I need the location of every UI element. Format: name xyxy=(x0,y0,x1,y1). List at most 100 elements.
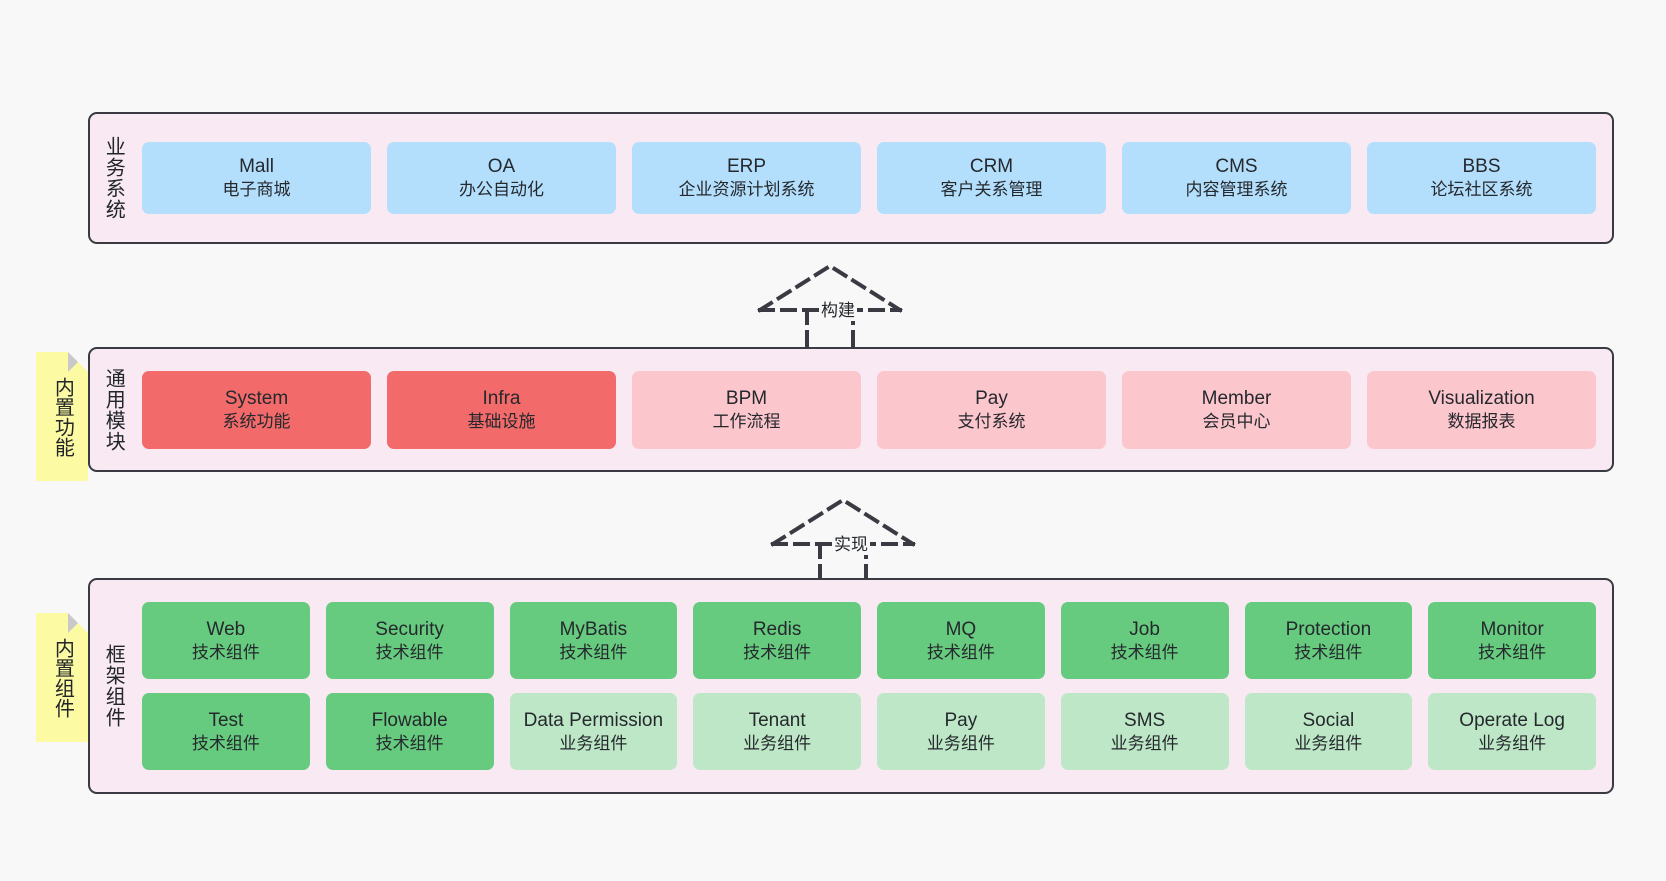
node-subtitle: 业务组件 xyxy=(1110,733,1179,753)
node-title: Job xyxy=(1129,618,1160,640)
node-data-permission[interactable]: Data Permission 业务组件 xyxy=(509,693,678,770)
arrow-implement: 实现 xyxy=(768,492,938,586)
node-subtitle: 系统功能 xyxy=(222,411,291,431)
node-title: BPM xyxy=(725,387,768,409)
node-monitor[interactable]: Monitor 技术组件 xyxy=(1428,602,1596,679)
layer-body-business-system: Mall 电子商城 OA 办公自动化 ERP 企业资源计划系统 CRM 客户关系… xyxy=(136,114,1612,242)
node-test[interactable]: Test 技术组件 xyxy=(142,693,310,770)
node-title: Pay xyxy=(944,709,978,731)
node-title: Visualization xyxy=(1428,387,1535,409)
node-subtitle: 技术组件 xyxy=(191,642,260,662)
node-title: Web xyxy=(206,618,246,640)
node-title: CRM xyxy=(969,156,1014,178)
node-subtitle: 技术组件 xyxy=(743,642,812,662)
node-title: Infra xyxy=(482,387,521,409)
node-sms[interactable]: SMS 业务组件 xyxy=(1060,693,1229,770)
node-subtitle: 办公自动化 xyxy=(459,180,544,200)
node-subtitle: 技术组件 xyxy=(1478,642,1547,662)
node-title: Monitor xyxy=(1480,618,1544,640)
node-title: Test xyxy=(208,709,244,731)
node-infra[interactable]: Infra 基础设施 xyxy=(387,370,616,449)
node-subtitle: 客户关系管理 xyxy=(940,180,1043,200)
node-title: Redis xyxy=(752,618,802,640)
note-builtin-component: 内置组件 xyxy=(36,613,88,742)
node-subtitle: 技术组件 xyxy=(926,642,995,662)
layer-label-framework-component: 框架组件 xyxy=(102,644,125,728)
node-subtitle: 业务组件 xyxy=(1478,733,1547,753)
node-mq[interactable]: MQ 技术组件 xyxy=(877,602,1045,679)
node-cms[interactable]: CMS 内容管理系统 xyxy=(1122,142,1351,214)
layer-business-system: 业务系统 Mall 电子商城 OA 办公自动化 ERP 企业资源计划系统 CRM… xyxy=(88,112,1614,244)
row-business-components: Test 技术组件 Flowable 技术组件 Data Permission … xyxy=(142,693,1596,770)
arrow-build: 构建 xyxy=(755,258,925,352)
layer-body-common-module: System 系统功能 Infra 基础设施 BPM 工作流程 Pay 支付系统… xyxy=(136,349,1612,470)
node-subtitle: 电子商城 xyxy=(222,180,291,200)
node-mall[interactable]: Mall 电子商城 xyxy=(142,142,371,214)
node-subtitle: 工作流程 xyxy=(712,411,781,431)
node-title: Operate Log xyxy=(1459,709,1565,731)
note-text: 内置功能 xyxy=(51,376,74,457)
node-bbs[interactable]: BBS 论坛社区系统 xyxy=(1367,142,1596,214)
node-member[interactable]: Member 会员中心 xyxy=(1122,370,1351,449)
node-title: MyBatis xyxy=(559,618,628,640)
node-pay-module[interactable]: Pay 支付系统 xyxy=(877,370,1106,449)
node-protection[interactable]: Protection 技术组件 xyxy=(1244,602,1413,679)
node-title: Flowable xyxy=(371,709,448,731)
node-system[interactable]: System 系统功能 xyxy=(142,370,371,449)
node-title: ERP xyxy=(726,156,767,178)
node-title: BBS xyxy=(1462,156,1501,178)
node-subtitle: 技术组件 xyxy=(559,642,628,662)
node-title: Social xyxy=(1302,709,1355,731)
node-subtitle: 业务组件 xyxy=(1294,733,1363,753)
node-web[interactable]: Web 技术组件 xyxy=(142,602,310,679)
node-operate-log[interactable]: Operate Log 业务组件 xyxy=(1428,693,1596,770)
layer-common-module: 通用模块 System 系统功能 Infra 基础设施 BPM 工作流程 Pay… xyxy=(88,347,1614,472)
node-subtitle: 技术组件 xyxy=(191,733,260,753)
node-subtitle: 业务组件 xyxy=(559,733,628,753)
node-social[interactable]: Social 业务组件 xyxy=(1244,693,1413,770)
node-erp[interactable]: ERP 企业资源计划系统 xyxy=(632,142,861,214)
node-subtitle: 基础设施 xyxy=(467,411,536,431)
node-subtitle: 业务组件 xyxy=(926,733,995,753)
node-tenant[interactable]: Tenant 业务组件 xyxy=(693,693,861,770)
node-title: Tenant xyxy=(748,709,806,731)
node-flowable[interactable]: Flowable 技术组件 xyxy=(325,693,494,770)
node-subtitle: 数据报表 xyxy=(1447,411,1516,431)
row-common-modules: System 系统功能 Infra 基础设施 BPM 工作流程 Pay 支付系统… xyxy=(142,370,1596,449)
node-subtitle: 支付系统 xyxy=(957,411,1026,431)
arrow-build-label: 构建 xyxy=(819,296,857,321)
node-title: Security xyxy=(375,618,444,640)
note-text: 内置组件 xyxy=(51,637,74,718)
node-title: Protection xyxy=(1285,618,1372,640)
row-technical-components: Web 技术组件 Security 技术组件 MyBatis 技术组件 Redi… xyxy=(142,602,1596,679)
node-title: Member xyxy=(1201,387,1272,409)
node-job[interactable]: Job 技术组件 xyxy=(1060,602,1229,679)
node-subtitle: 论坛社区系统 xyxy=(1430,180,1533,200)
node-title: System xyxy=(224,387,289,409)
node-visualization[interactable]: Visualization 数据报表 xyxy=(1367,370,1596,449)
node-mybatis[interactable]: MyBatis 技术组件 xyxy=(509,602,678,679)
node-title: CMS xyxy=(1215,156,1258,178)
node-security[interactable]: Security 技术组件 xyxy=(325,602,494,679)
node-bpm[interactable]: BPM 工作流程 xyxy=(632,370,861,449)
node-subtitle: 会员中心 xyxy=(1202,411,1271,431)
node-title: Mall xyxy=(239,156,274,178)
node-subtitle: 内容管理系统 xyxy=(1185,180,1288,200)
arrow-implement-label: 实现 xyxy=(832,530,870,555)
node-redis[interactable]: Redis 技术组件 xyxy=(693,602,861,679)
node-title: OA xyxy=(487,156,516,178)
node-subtitle: 企业资源计划系统 xyxy=(678,180,815,200)
layer-label-common-module: 通用模块 xyxy=(102,367,125,452)
node-title: SMS xyxy=(1124,709,1166,731)
node-crm[interactable]: CRM 客户关系管理 xyxy=(877,142,1106,214)
layer-framework-component: 框架组件 Web 技术组件 Security 技术组件 MyBatis 技术组件… xyxy=(88,578,1614,794)
node-oa[interactable]: OA 办公自动化 xyxy=(387,142,616,214)
node-pay-component[interactable]: Pay 业务组件 xyxy=(877,693,1045,770)
node-subtitle: 技术组件 xyxy=(1110,642,1179,662)
node-subtitle: 技术组件 xyxy=(375,733,444,753)
node-subtitle: 技术组件 xyxy=(375,642,444,662)
node-subtitle: 业务组件 xyxy=(743,733,812,753)
note-builtin-function: 内置功能 xyxy=(36,352,88,481)
layer-label-business-system: 业务系统 xyxy=(102,136,125,220)
